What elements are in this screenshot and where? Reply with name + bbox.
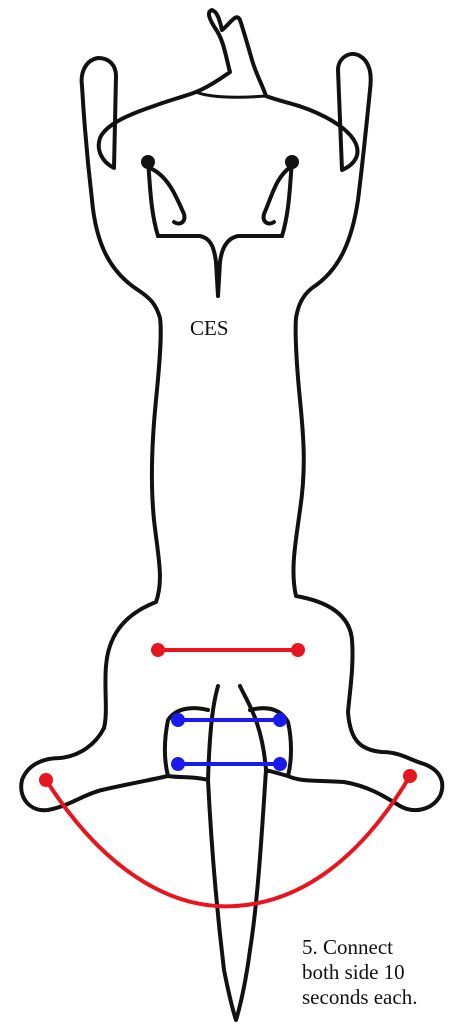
red-hindfoot-arc [46, 776, 410, 906]
blue-point-upper-left [171, 713, 185, 727]
blue-point-upper-right [273, 713, 287, 727]
tail-right-edge [240, 686, 266, 770]
ces-electrode-left [141, 155, 155, 169]
ces-label: CES [190, 316, 250, 341]
red-abdomen-point-left [151, 643, 165, 657]
animal-body-outline [21, 10, 442, 1020]
ces-wire-right [218, 162, 292, 296]
instruction-text: 5. Connect both side 10 seconds each. [302, 935, 454, 1010]
blue-point-lower-right [273, 757, 287, 771]
snout-contour [196, 92, 266, 97]
ces-wire-left [148, 162, 218, 296]
ces-electrode-right [285, 155, 299, 169]
red-abdomen-point-right [291, 643, 305, 657]
instruction-line: seconds each. [302, 985, 454, 1010]
blue-point-lower-left [171, 757, 185, 771]
red-hindfoot-point-right [403, 769, 417, 783]
red-hindfoot-point-left [39, 773, 53, 787]
instruction-line: 5. Connect [302, 935, 454, 960]
instruction-line: both side 10 [302, 960, 454, 985]
